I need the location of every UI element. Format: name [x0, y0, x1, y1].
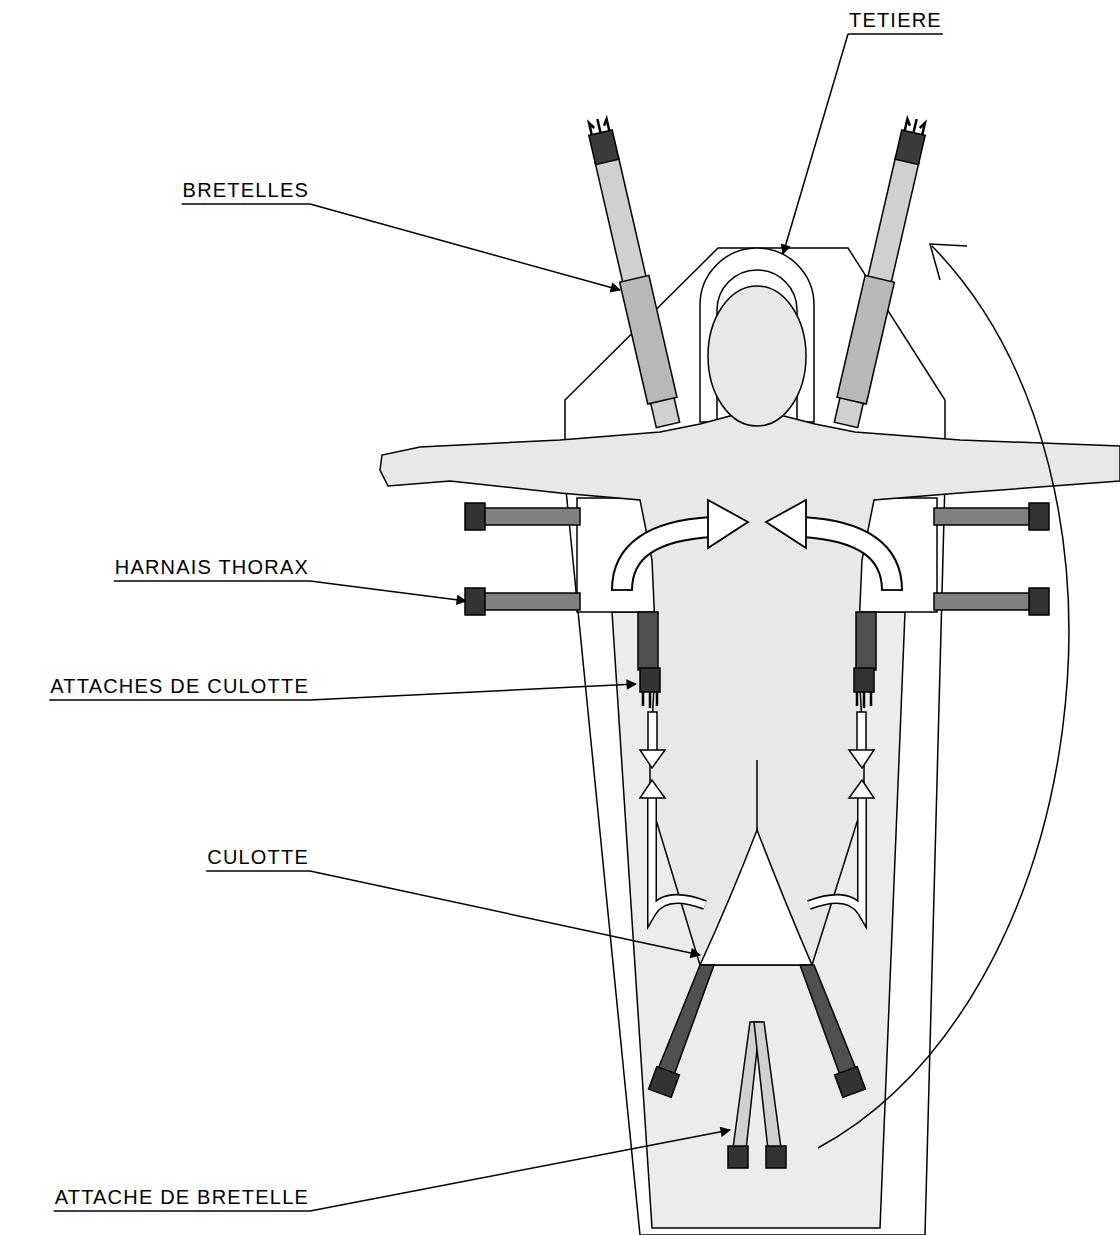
front-parts-left — [465, 500, 760, 1168]
label-underline — [54, 1210, 310, 1212]
part-label: ATTACHES DE CULOTTE — [49, 674, 310, 698]
part-label: CULOTTE — [206, 845, 310, 869]
part-label: TETIERE — [848, 8, 943, 32]
leg-split — [756, 760, 758, 830]
fold-arrow — [930, 244, 967, 280]
leader-arrow — [310, 1130, 730, 1211]
leader-arrow — [310, 581, 466, 601]
front-parts-right — [754, 500, 1049, 1168]
part-label: ATTACHE DE BRETELLE — [54, 1185, 310, 1209]
leader-arrow — [310, 684, 636, 700]
patient-head — [708, 286, 806, 426]
label-underline — [49, 699, 310, 701]
fold-arrow — [818, 244, 1069, 1148]
fold-arrow — [818, 246, 1069, 1148]
part-label: HARNAIS THORAX — [114, 555, 310, 579]
label-underline — [206, 870, 310, 872]
part-label: BRETELLES — [182, 178, 310, 202]
leader-arrow — [310, 204, 620, 290]
pants-piece — [700, 830, 812, 965]
label-underline — [114, 580, 310, 582]
label-underline — [848, 33, 943, 35]
label-underline — [182, 203, 310, 205]
leader-arrow — [783, 34, 848, 254]
leader-arrow — [310, 871, 700, 955]
